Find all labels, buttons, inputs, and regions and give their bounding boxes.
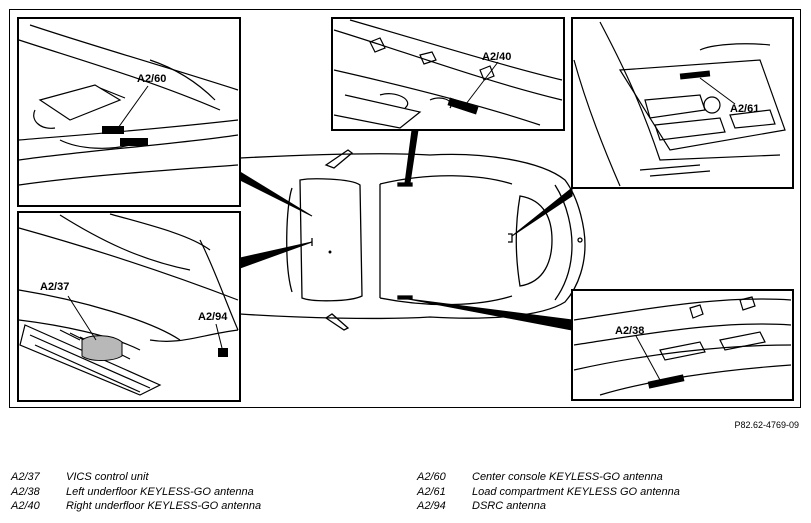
legend-item: A2/40 Right underfloor KEYLESS-GO antenna (11, 499, 261, 514)
legend-item: A2/60 Center console KEYLESS-GO antenna (417, 470, 680, 485)
legend-code: A2/60 (417, 471, 446, 483)
legend-label: VICS control unit (66, 471, 149, 483)
legend-right: A2/60 Center console KEYLESS-GO antenna A… (417, 470, 680, 514)
inset-right-underfloor: A2/40 (331, 17, 565, 131)
callout-a2-60: A2/60 (137, 73, 166, 85)
legend-item: A2/38 Left underfloor KEYLESS-GO antenna (11, 485, 261, 500)
diagram-frame (9, 9, 801, 408)
legend-label: DSRC antenna (472, 500, 546, 512)
legend-item: A2/94 DSRC antenna (417, 499, 680, 514)
callout-a2-94: A2/94 (198, 311, 228, 323)
callout-a2-37: A2/37 (40, 281, 69, 293)
legend-code: A2/40 (11, 500, 40, 512)
inset-vics-dsrc: A2/37 A2/94 (17, 211, 241, 402)
vehicle-top-view (239, 149, 586, 331)
inset-load-compartment: A2/61 (571, 17, 794, 189)
legend-left: A2/37 VICS control unit A2/38 Left underfl… (11, 470, 261, 514)
legend-code: A2/37 (11, 471, 40, 483)
legend-item: A2/37 VICS control unit (11, 470, 261, 485)
figure-reference: P82.62-4769-09 (734, 420, 799, 430)
legend-label: Left underfloor KEYLESS-GO antenna (66, 485, 254, 498)
legend-code: A2/38 (11, 485, 40, 498)
callout-a2-61: A2/61 (730, 103, 759, 115)
callout-a2-40: A2/40 (482, 51, 511, 63)
inset-left-underfloor: A2/38 (571, 289, 794, 401)
legend-item: A2/61 Load compartment KEYLESS GO antenna (417, 485, 680, 500)
legend-label: Load compartment KEYLESS GO antenna (472, 485, 680, 498)
legend-code: A2/61 (417, 485, 446, 498)
legend-code: A2/94 (417, 500, 446, 512)
legend-label: Right underfloor KEYLESS-GO antenna (66, 500, 262, 512)
legend-label: Center console KEYLESS-GO antenna (472, 471, 663, 483)
leader-lines (239, 129, 573, 331)
inset-center-console: A2/60 (17, 17, 241, 207)
callout-a2-38: A2/38 (615, 325, 644, 337)
